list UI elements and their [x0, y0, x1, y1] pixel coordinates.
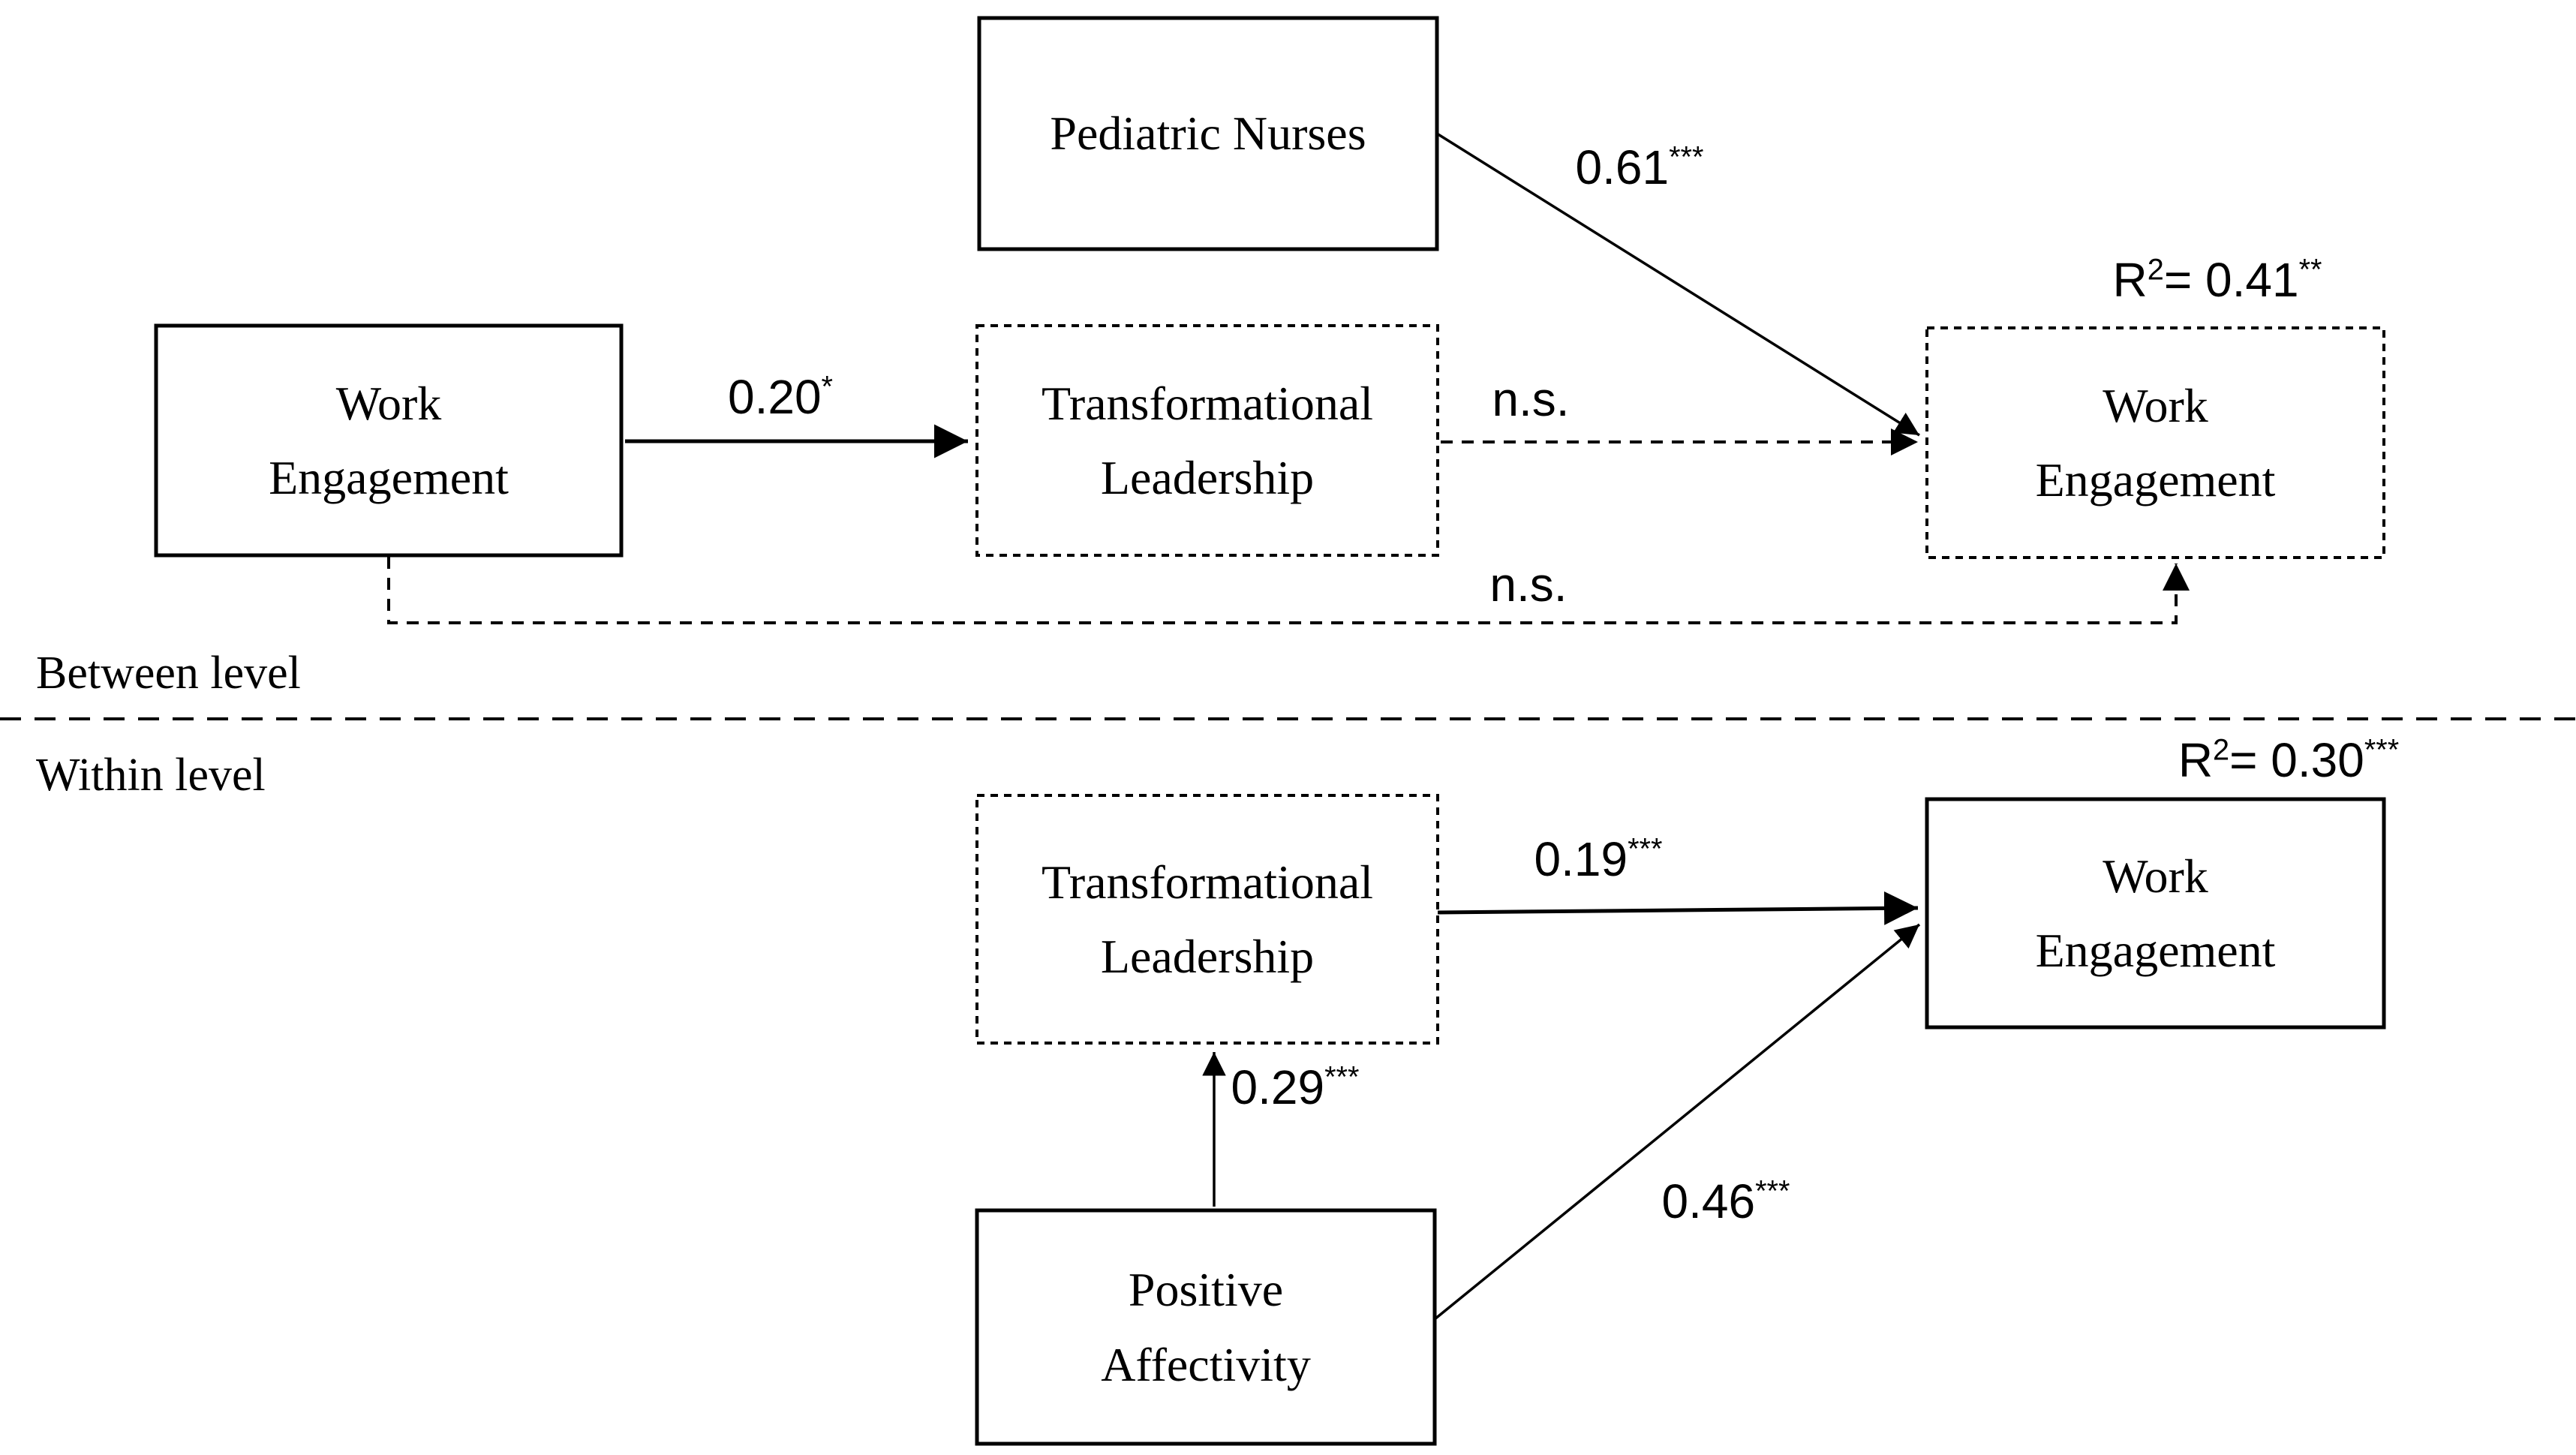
box-label-line2: Engagement	[2035, 924, 2276, 977]
box-label-line2: Engagement	[2035, 453, 2276, 507]
arrow-positive-affectivity-to-work-engagement	[1433, 923, 1921, 1321]
between-level-label: Between level	[36, 648, 301, 699]
r-exponent: 2	[2213, 733, 2230, 767]
coefficient-we-direct-path: n.s.	[1489, 557, 1567, 612]
box-label: Pediatric Nurses	[1050, 107, 1366, 161]
box-label-line1: Positive	[1128, 1263, 1284, 1317]
box-label-line1: Work	[335, 376, 442, 430]
box-label-line2: Engagement	[269, 451, 509, 504]
r-value: = 0.41	[2163, 253, 2299, 307]
coefficient-we-to-tl: 0.20*	[728, 369, 833, 425]
arrow-pediatric-nurses-to-work-engagement	[1436, 132, 1920, 437]
coefficient-value: 0.19	[1534, 832, 1628, 886]
transformational-leadership-between-box-border	[975, 324, 1439, 557]
significance-stars: **	[2298, 253, 2322, 287]
significance-stars: ***	[1324, 1060, 1360, 1094]
box-work-engagement-within: Work Engagement	[1927, 799, 2384, 1027]
coefficient-value: 0.46	[1661, 1174, 1756, 1228]
positive-affectivity-box-border	[975, 1208, 1437, 1446]
r-squared-within: R2= 0.30***	[2178, 732, 2399, 788]
box-label-line1: Work	[2103, 849, 2208, 903]
arrow-work-engagement-direct-path	[387, 557, 2190, 624]
r-symbol: R	[2178, 733, 2214, 787]
coefficient-value: 0.20	[727, 370, 822, 424]
work-engagement-within-box-border	[1925, 797, 2386, 1030]
r-exponent: 2	[2147, 253, 2164, 287]
arrow-transformational-leadership-to-work-engagement-within	[1437, 891, 1919, 925]
within-level-label: Within level	[36, 750, 266, 801]
box-label-line1: Transformational	[1041, 376, 1374, 430]
box-label-line2: Leadership	[1100, 451, 1315, 504]
box-label-line1: Work	[2103, 378, 2208, 432]
box-label-line1: Transformational	[1041, 855, 1374, 909]
box-transformational-leadership-within: Transformational Leadership	[977, 795, 1438, 1043]
box-pediatric-nurses: Pediatric Nurses	[979, 18, 1437, 249]
coefficient-pn-to-we: 0.61***	[1576, 140, 1704, 195]
coefficient-tl-to-we-between: n.s.	[1492, 371, 1569, 427]
transformational-leadership-within-box-border	[975, 794, 1439, 1045]
coefficient-value: 0.29	[1231, 1060, 1325, 1114]
significance-stars: ***	[1628, 832, 1663, 866]
coefficient-value: 0.61	[1575, 140, 1670, 194]
work-engagement-between-left-box-border	[154, 323, 624, 558]
significance-stars: *	[821, 370, 834, 404]
coefficient-pa-to-we: 0.46***	[1662, 1174, 1790, 1229]
coefficient-tl-to-we-within: 0.19***	[1534, 831, 1663, 887]
r-value: = 0.30	[2229, 733, 2364, 787]
coefficient-pa-to-tl: 0.29***	[1231, 1060, 1360, 1115]
significance-stars: ***	[1755, 1174, 1790, 1208]
box-positive-affectivity: Positive Affectivity	[977, 1210, 1435, 1444]
r-squared-between: R2= 0.41**	[2113, 252, 2322, 308]
box-transformational-leadership-between: Transformational Leadership	[977, 326, 1438, 555]
significance-stars: ***	[2364, 733, 2400, 767]
work-engagement-between-right-box-border	[1925, 326, 2385, 559]
coefficient-value: n.s.	[1492, 372, 1570, 426]
box-label-line2: Leadership	[1100, 930, 1315, 983]
r-symbol: R	[2112, 253, 2148, 307]
coefficient-value: n.s.	[1489, 558, 1568, 612]
box-work-engagement-between-left: Work Engagement	[156, 326, 621, 555]
significance-stars: ***	[1669, 140, 1704, 174]
box-work-engagement-between-right: Work Engagement	[1927, 328, 2384, 558]
box-label-line2: Affectivity	[1101, 1337, 1311, 1391]
